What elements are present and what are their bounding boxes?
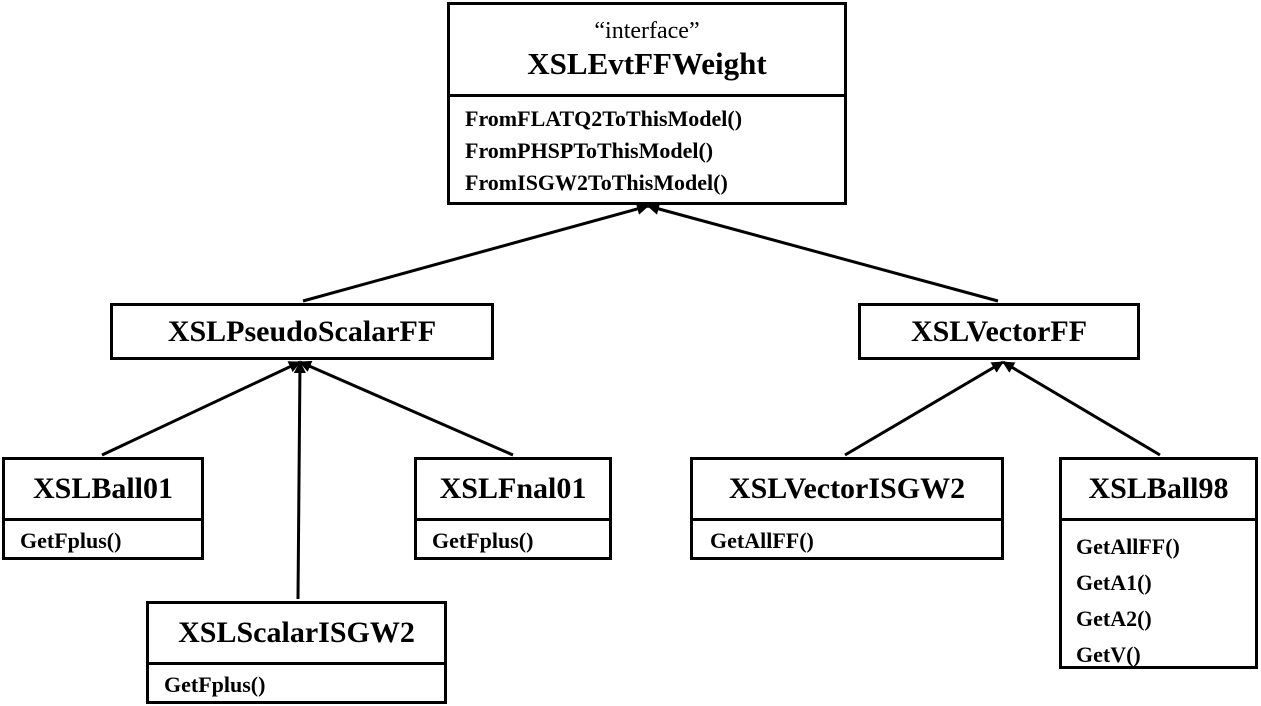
fnal01-class-box: XSLFnal01 GetFplus() xyxy=(414,457,612,560)
vector-class-box: XSLVectorFF xyxy=(858,303,1140,360)
scalarisgw2-class-box: XSLScalarISGW2 GetFplus() xyxy=(146,601,447,704)
method-list: FromFLATQ2ToThisModel() FromPHSPToThisMo… xyxy=(450,94,844,199)
class-name: XSLPseudoScalarFF xyxy=(167,314,437,348)
method-item: FromPHSPToThisModel() xyxy=(465,138,714,163)
method-list: GetFplus() xyxy=(417,518,609,556)
class-name: XSLBall01 xyxy=(32,472,174,505)
ball01-class-box: XSLBall01 GetFplus() xyxy=(2,457,204,560)
method-item: GetAllFF() xyxy=(710,528,814,553)
method-item: FromISGW2ToThisModel() xyxy=(465,170,728,195)
method-item: GetAllFF() xyxy=(1076,534,1180,559)
edge-ball98-to-vector xyxy=(1002,360,1161,457)
method-item: GetFplus() xyxy=(164,672,266,697)
edge-vector-to-interface xyxy=(647,203,999,303)
method-item: GetA2() xyxy=(1076,606,1152,631)
method-item: GetFplus() xyxy=(432,528,534,553)
stereotype-label: “interface” xyxy=(594,17,700,44)
method-list: GetFplus() xyxy=(5,518,201,556)
class-name: XSLFnal01 xyxy=(439,472,587,505)
edge-fnal01-to-pseudoscalar xyxy=(299,360,514,457)
edge-scalarisgw2-to-pseudoscalar xyxy=(293,361,306,600)
vectorisgw2-class-box: XSLVectorISGW2 GetAllFF() xyxy=(690,457,1004,560)
class-name: XSLBall98 xyxy=(1088,472,1229,505)
class-name: XSLVectorFF xyxy=(910,314,1088,348)
interface-class-box: “interface” XSLEvtFFWeight FromFLATQ2ToT… xyxy=(447,2,847,205)
interface-header: “interface” XSLEvtFFWeight xyxy=(450,5,844,94)
edge-ball01-to-pseudoscalar xyxy=(101,360,301,457)
method-item: GetV() xyxy=(1076,642,1141,667)
edge-vectorisgw2-to-vector xyxy=(844,360,1004,457)
edge-pseudoscalar-to-interface xyxy=(302,203,649,303)
class-name: XSLEvtFFWeight xyxy=(527,45,767,81)
method-item: GetA1() xyxy=(1076,570,1152,595)
class-name: XSLScalarISGW2 xyxy=(178,616,415,649)
method-list: GetAllFF() GetA1() GetA2() GetV() xyxy=(1062,518,1255,673)
class-name: XSLVectorISGW2 xyxy=(728,472,966,505)
pseudoscalar-class-box: XSLPseudoScalarFF xyxy=(110,303,494,360)
method-item: FromFLATQ2ToThisModel() xyxy=(465,106,743,131)
method-list: GetAllFF() xyxy=(693,518,1001,556)
ball98-class-box: XSLBall98 GetAllFF() GetA1() GetA2() Get… xyxy=(1059,457,1258,669)
method-list: GetFplus() xyxy=(149,662,444,700)
method-item: GetFplus() xyxy=(20,528,122,553)
